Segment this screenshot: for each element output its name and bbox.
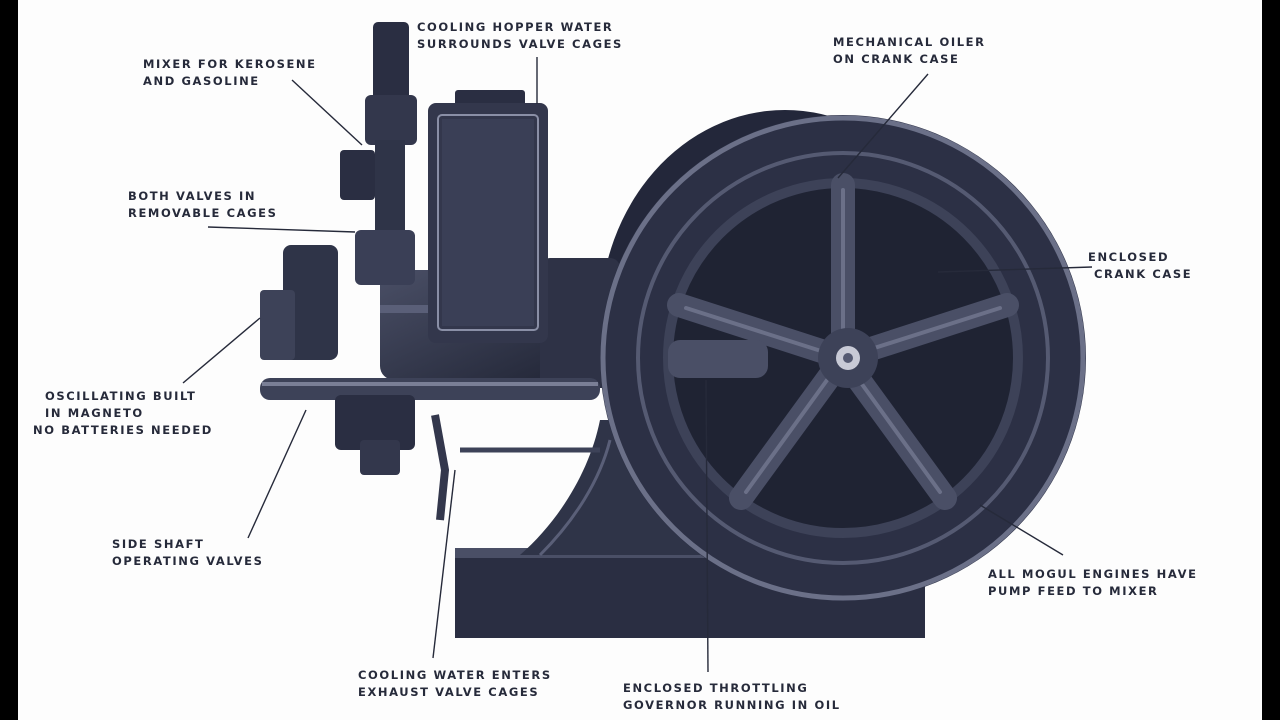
side-shaft (260, 378, 600, 521)
label-mechanical-oiler-line2: ON CRANK CASE (833, 52, 960, 66)
label-cooling-water: COOLING WATER ENTERS EXHAUST VALVE CAGES (358, 667, 552, 701)
label-pump-feed-line2: PUMP FEED TO MIXER (988, 584, 1159, 598)
label-governor-line2: GOVERNOR RUNNING IN OIL (623, 698, 841, 712)
label-magneto-line2: IN MAGNETO (45, 406, 144, 420)
leader-lines (182, 57, 1093, 673)
label-side-shaft: SIDE SHAFT OPERATING VALVES (112, 536, 264, 570)
leader-crank-case (937, 266, 1093, 273)
leader-mechanical-oiler (837, 73, 929, 179)
front-flywheel (600, 115, 1086, 601)
leader-mixer (291, 79, 363, 146)
leader-governor (705, 379, 709, 673)
label-side-shaft-line1: SIDE SHAFT (112, 537, 205, 551)
leader-side-shaft (247, 409, 307, 539)
cooling-hopper (428, 90, 548, 343)
label-crank-case-line2: CRANK CASE (1094, 267, 1193, 281)
label-mixer-line1: MIXER FOR KEROSENE (143, 57, 317, 71)
leader-magneto (182, 317, 261, 384)
label-cooling-hopper-line1: COOLING HOPPER WATER (417, 20, 614, 34)
label-mixer-line2: AND GASOLINE (143, 74, 260, 88)
label-governor-line1: ENCLOSED THROTTLING (623, 681, 809, 695)
leader-cooling-water (432, 469, 456, 659)
label-magneto-line1: OSCILLATING BUILT (45, 389, 197, 403)
label-side-shaft-line2: OPERATING VALVES (112, 554, 264, 568)
label-crank-case: ENCLOSED CRANK CASE (1076, 249, 1210, 283)
label-both-valves-line1: BOTH VALVES IN (128, 189, 257, 203)
label-cooling-hopper: COOLING HOPPER WATER SURROUNDS VALVE CAG… (417, 19, 623, 53)
label-both-valves: BOTH VALVES IN REMOVABLE CAGES (128, 188, 278, 222)
label-cooling-hopper-line2: SURROUNDS VALVE CAGES (417, 37, 623, 51)
label-cooling-water-line1: COOLING WATER ENTERS (358, 668, 552, 682)
label-governor: ENCLOSED THROTTLING GOVERNOR RUNNING IN … (623, 680, 841, 714)
label-mechanical-oiler-line1: MECHANICAL OILER (833, 35, 986, 49)
label-mechanical-oiler: MECHANICAL OILER ON CRANK CASE (833, 34, 986, 68)
label-magneto: OSCILLATING BUILT IN MAGNETO NO BATTERIE… (33, 388, 213, 439)
label-cooling-water-line2: EXHAUST VALVE CAGES (358, 685, 540, 699)
leader-pump-feed (979, 504, 1064, 556)
magneto-unit (260, 245, 338, 360)
leader-both-valves (207, 226, 356, 233)
label-magneto-line3: NO BATTERIES NEEDED (33, 423, 213, 437)
label-crank-case-line1: ENCLOSED (1088, 250, 1170, 264)
label-pump-feed-line1: ALL MOGUL ENGINES HAVE (988, 567, 1198, 581)
mixer-column (340, 22, 417, 285)
label-pump-feed: ALL MOGUL ENGINES HAVE PUMP FEED TO MIXE… (988, 566, 1198, 600)
label-both-valves-line2: REMOVABLE CAGES (128, 206, 278, 220)
label-mixer: MIXER FOR KEROSENE AND GASOLINE (143, 56, 317, 90)
